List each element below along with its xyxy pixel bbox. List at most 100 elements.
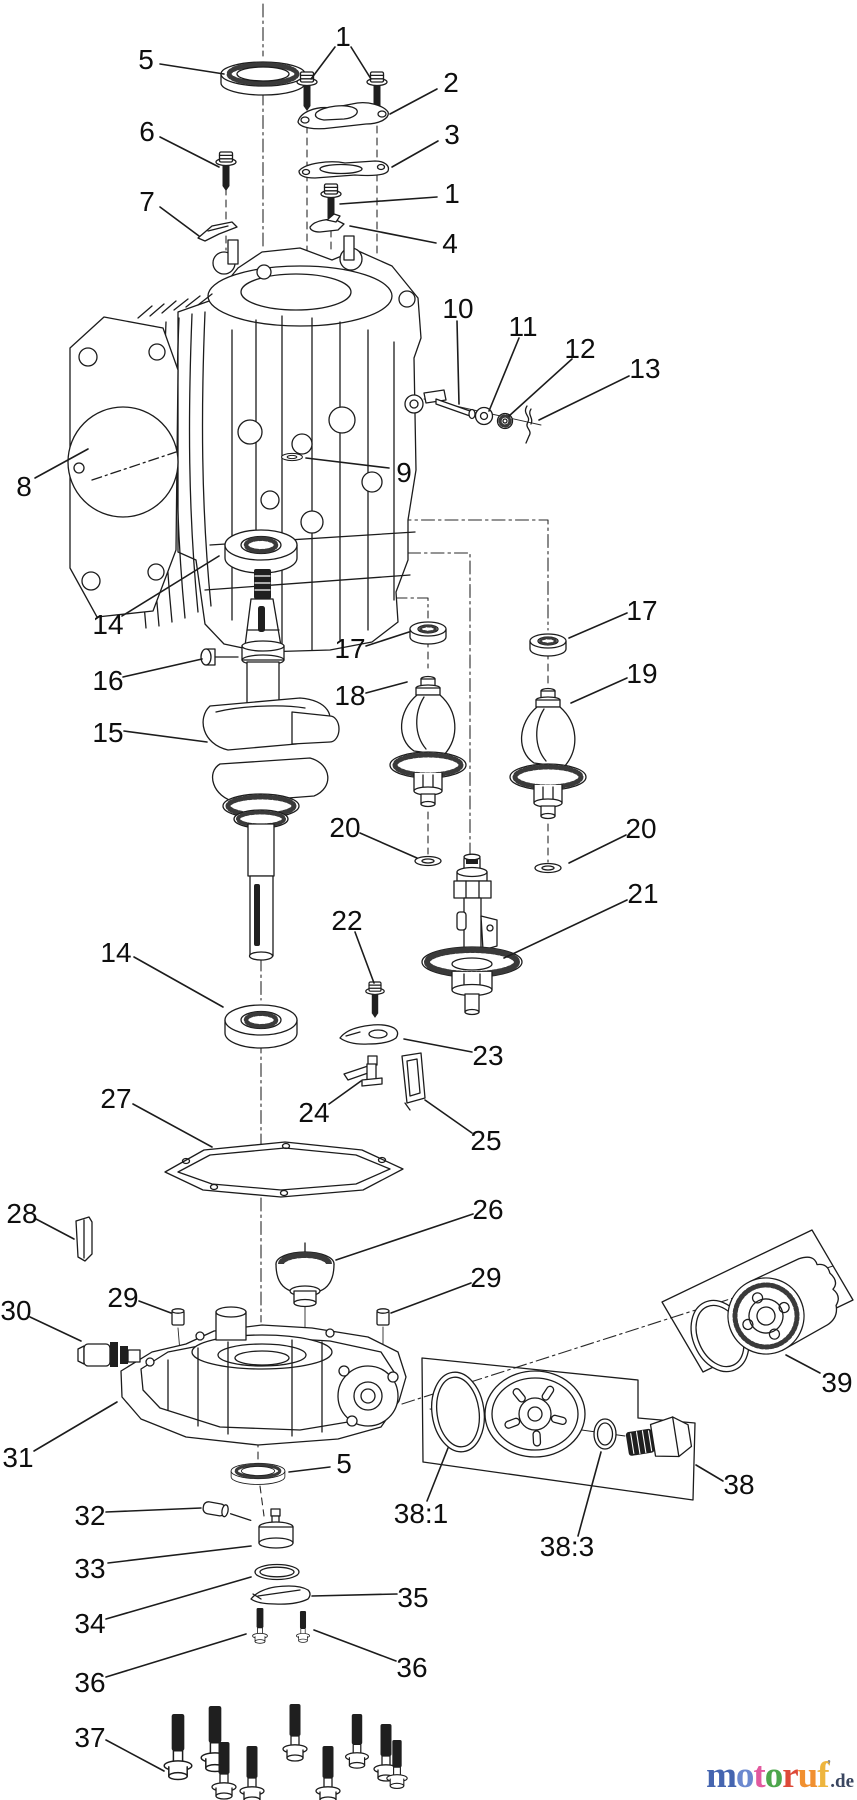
oil-sensor-30-drawing [77,1342,141,1367]
watermark-letter: m [706,1755,737,1796]
leader-line [33,1401,118,1452]
head-bolts-drawing [296,71,388,224]
part-callout-7: 7 [139,186,155,217]
leader-line [35,1218,75,1240]
leader-line [508,358,573,417]
pump-oring-38-1-drawing [431,1371,485,1453]
part-callout-18: 18 [334,680,365,711]
part-callout-5: 5 [138,44,154,75]
part-callout-33: 33 [74,1553,105,1584]
part-callout-17: 17 [334,633,365,664]
part-callout-15: 15 [92,717,123,748]
oil-filter-kit-39-drawing [661,1229,854,1373]
part-callout-8: 8 [16,471,32,502]
leader-line [365,631,410,647]
leader-line [122,658,203,678]
part-callout-38-3: 38:3 [540,1531,595,1562]
leader-line [488,337,520,412]
bolts-36-drawing [252,1607,310,1644]
leader-line [133,956,224,1008]
washer-9-drawing [281,452,303,462]
part-callout-26: 26 [472,1194,503,1225]
oil-pan-31-drawing [120,1306,407,1446]
part-callout-6: 6 [139,116,155,147]
part-callout-14: 14 [92,609,123,640]
leader-line [570,677,628,704]
part-callout-24: 24 [298,1097,329,1128]
leader-line [138,1300,172,1314]
part-callout-3: 3 [444,119,460,150]
part-callout-36: 36 [74,1667,105,1698]
bolts-37-drawing [163,1703,408,1800]
leader-line [105,1507,202,1513]
oil-filter-drawing [727,1256,839,1355]
leader-line [424,1099,473,1134]
leader-line [159,206,200,237]
leader-line [568,834,627,864]
part-callout-29: 29 [470,1262,501,1293]
oil-pump-kit-38-drawing [421,1357,696,1501]
governor-pin-24-drawing [343,1055,383,1087]
plug-16-drawing [200,648,239,666]
part-callout-25: 25 [470,1125,501,1156]
bearing-14-bottom-drawing [225,1005,297,1048]
leader-line [159,63,225,75]
part-callout-16: 16 [92,665,123,696]
part-callout-20: 20 [329,812,360,843]
part-callout-11: 11 [508,311,537,342]
part-callout-19: 19 [626,658,657,689]
bearing-14-top-drawing [225,530,297,573]
retainer-25-drawing [401,1052,426,1111]
bearing-17-left-drawing [408,620,448,646]
leader-line [391,140,439,168]
part-callout-12: 12 [564,333,595,364]
leader-line [311,1593,398,1597]
part-callout-30: 30 [0,1295,31,1326]
part-callout-32: 32 [74,1500,105,1531]
leader-line [390,1282,472,1314]
leader-line [695,1464,724,1482]
plate-35-drawing [250,1585,311,1605]
part-callout-1: 1 [444,178,460,209]
nut-12-drawing [496,412,514,430]
leader-line [426,1447,449,1502]
pump-oring-38-3-drawing [593,1418,617,1450]
leader-line [305,457,390,469]
governor-shaft-10-drawing [423,389,476,420]
watermark-letter: o [735,1755,754,1796]
part-callout-29: 29 [107,1282,138,1313]
leader-line [121,555,220,617]
watermark-logo[interactable]: motoruf’.de [706,1757,854,1794]
valve-33-drawing [258,1508,294,1549]
leader-line [577,1451,602,1537]
part-callout-28: 28 [6,1198,37,1229]
part-callout-17: 17 [626,595,657,626]
watermark-letter: r [782,1755,798,1796]
leader-line [34,448,89,479]
pump-rotor-drawing [484,1370,586,1458]
part-callout-9: 9 [396,457,412,488]
governor-plate-23-drawing [339,1024,399,1045]
leader-line [503,899,628,959]
watermark-suffix: .de [830,1771,854,1792]
leader-line [132,1103,213,1148]
crankshaft-seal-top-drawing [221,62,305,95]
bracket-plate-4-drawing [309,213,345,233]
part-callout-38-1: 38:1 [394,1498,449,1529]
washer-20-right-drawing [534,862,562,874]
leader-line [105,1633,247,1678]
leader-line [785,1354,821,1374]
leader-line [107,1545,252,1564]
leader-line [349,225,437,244]
bracket-7-drawing [197,221,238,242]
part-callout-31: 31 [2,1442,33,1473]
part-callout-38: 38 [723,1469,754,1500]
stud-bolts-29-drawing [171,1308,390,1326]
part-callout-21: 21 [627,878,658,909]
part-callout-34: 34 [74,1608,105,1639]
part-callout-27: 27 [100,1083,131,1114]
leader-line [538,375,630,421]
gasket-plate-3-drawing [298,160,390,179]
